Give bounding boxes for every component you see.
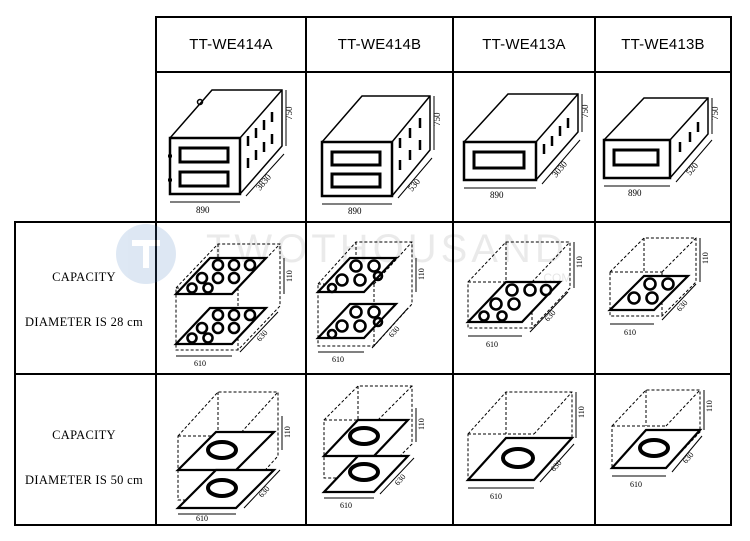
dim-deck-depth: 630 — [393, 472, 408, 487]
row-label-line2: DIAMETER IS 28 cm — [25, 315, 143, 329]
dim-deck-width: 610 — [490, 492, 502, 501]
dim-deck-width: 610 — [196, 514, 208, 522]
dim-height: 750 — [284, 106, 294, 120]
dim-deck-height: 110 — [577, 406, 586, 418]
dim-deck-height: 110 — [283, 426, 292, 438]
oven-drawing-two-deck: 750 890 3830 — [168, 89, 294, 215]
dim-depth: 530 — [406, 176, 423, 193]
capacity-50cm-drawing: 110 610 630 — [175, 391, 292, 522]
dim-deck-width: 610 — [486, 340, 498, 349]
dim-width: 890 — [348, 206, 362, 216]
column-header: TT-WE414B — [307, 18, 452, 71]
column-header-label: TT-WE413B — [621, 36, 705, 53]
dim-deck-width: 610 — [630, 480, 642, 489]
table-border — [14, 524, 732, 526]
table-border — [14, 373, 732, 375]
table-border — [155, 71, 732, 73]
capacity-50cm-drawing: 110 610 630 — [609, 389, 714, 489]
row-label-line1: CAPACITY — [52, 270, 116, 284]
column-header-label: TT-WE413A — [482, 36, 566, 53]
capacity-28cm-drawing: 110 610 630 — [315, 241, 426, 364]
column-header-label: TT-WE414A — [189, 36, 273, 53]
dim-height: 750 — [432, 112, 442, 126]
row-label: CAPACITY DIAMETER IS 50 cm — [14, 428, 154, 488]
dim-height: 750 — [710, 106, 720, 120]
dim-deck-height: 110 — [417, 268, 426, 280]
table-border — [452, 16, 454, 526]
dim-deck-height: 110 — [575, 256, 584, 268]
dim-deck-width: 610 — [332, 355, 344, 364]
dim-deck-depth: 630 — [257, 484, 272, 499]
capacity-28cm-drawing: 110 610 630 — [465, 241, 584, 349]
dim-depth: 520 — [684, 160, 701, 177]
column-header-label: TT-WE414B — [337, 36, 422, 53]
dim-deck-height: 110 — [285, 270, 294, 282]
dim-width: 890 — [196, 205, 210, 215]
dim-deck-width: 610 — [624, 328, 636, 337]
row-label-line1: CAPACITY — [52, 428, 116, 442]
dim-width: 890 — [628, 188, 642, 198]
row-label: CAPACITY DIAMETER IS 28 cm — [14, 270, 154, 330]
dim-deck-height: 110 — [701, 252, 710, 264]
table-border — [730, 16, 732, 526]
dim-deck-depth: 630 — [387, 324, 402, 339]
row-label-line2: DIAMETER IS 50 cm — [25, 473, 143, 487]
dim-deck-width: 610 — [340, 501, 352, 510]
column-header: TT-WE413A — [454, 18, 594, 71]
capacity-50cm-drawing: 110 610 630 — [465, 391, 586, 501]
capacity-28cm-drawing: 110 610 630 — [607, 237, 710, 337]
dim-deck-depth: 630 — [543, 308, 558, 323]
oven-drawing-single-deck: 750 890 3030 — [462, 93, 590, 200]
capacity-50cm-drawing: 110 610 630 — [321, 385, 426, 510]
dim-deck-depth: 630 — [681, 450, 696, 465]
column-header: TT-WE414A — [157, 18, 305, 71]
table-border — [155, 16, 732, 18]
table-border — [155, 16, 157, 526]
dim-width: 890 — [490, 190, 504, 200]
table-border — [594, 16, 596, 526]
dim-deck-height: 110 — [417, 418, 426, 430]
table-border — [14, 221, 16, 526]
table-border — [305, 16, 307, 526]
dim-deck-width: 610 — [194, 359, 206, 368]
dim-deck-height: 110 — [705, 400, 714, 412]
column-header: TT-WE413B — [596, 18, 730, 71]
dim-deck-depth: 630 — [255, 328, 270, 343]
oven-drawing-single-deck: 750 890 520 — [602, 97, 720, 198]
capacity-28cm-drawing: 110 610 630 — [173, 243, 294, 368]
dim-height: 750 — [580, 104, 590, 118]
table-border — [14, 221, 732, 223]
oven-drawing-two-deck: 750 890 530 — [320, 95, 442, 216]
